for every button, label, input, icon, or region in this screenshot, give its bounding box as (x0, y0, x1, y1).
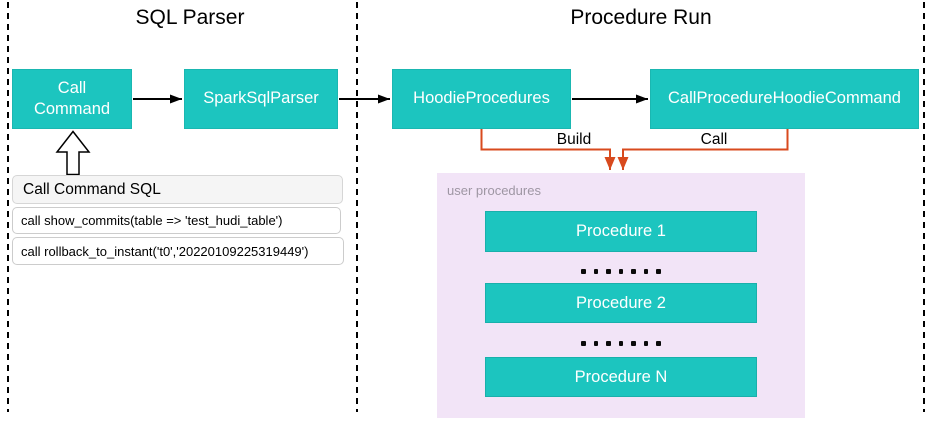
node-call-procedure-hoodie-command: CallProcedureHoodieCommand (650, 69, 919, 129)
node-procedure-n: Procedure N (485, 357, 757, 397)
section-title-sql-parser: SQL Parser (135, 6, 245, 29)
section-divider (356, 2, 358, 412)
hollow-up-arrow (55, 130, 91, 176)
edge-label-build: Build (556, 131, 592, 148)
sql-statement-row: call show_commits(table => 'test_hudi_ta… (12, 207, 341, 234)
node-call-command: Call Command (12, 69, 132, 129)
sql-statement-row: call rollback_to_instant('t0','202201092… (12, 237, 344, 265)
section-border-left (7, 2, 9, 412)
node-spark-sql-parser: SparkSqlParser (184, 69, 338, 129)
node-procedure-2: Procedure 2 (485, 283, 757, 323)
ellipsis-dots (485, 341, 757, 346)
user-procedures-container: user procedures Procedure 1 Procedure 2 … (437, 173, 805, 418)
edge-label-call: Call (700, 131, 728, 148)
sql-panel-header: Call Command SQL (12, 175, 343, 204)
node-hoodie-procedures: HoodieProcedures (392, 69, 571, 129)
ellipsis-dots (485, 269, 757, 274)
node-procedure-1: Procedure 1 (485, 211, 757, 252)
section-title-procedure-run: Procedure Run (570, 6, 712, 29)
section-border-right (923, 2, 925, 412)
user-procedures-label: user procedures (447, 183, 541, 198)
